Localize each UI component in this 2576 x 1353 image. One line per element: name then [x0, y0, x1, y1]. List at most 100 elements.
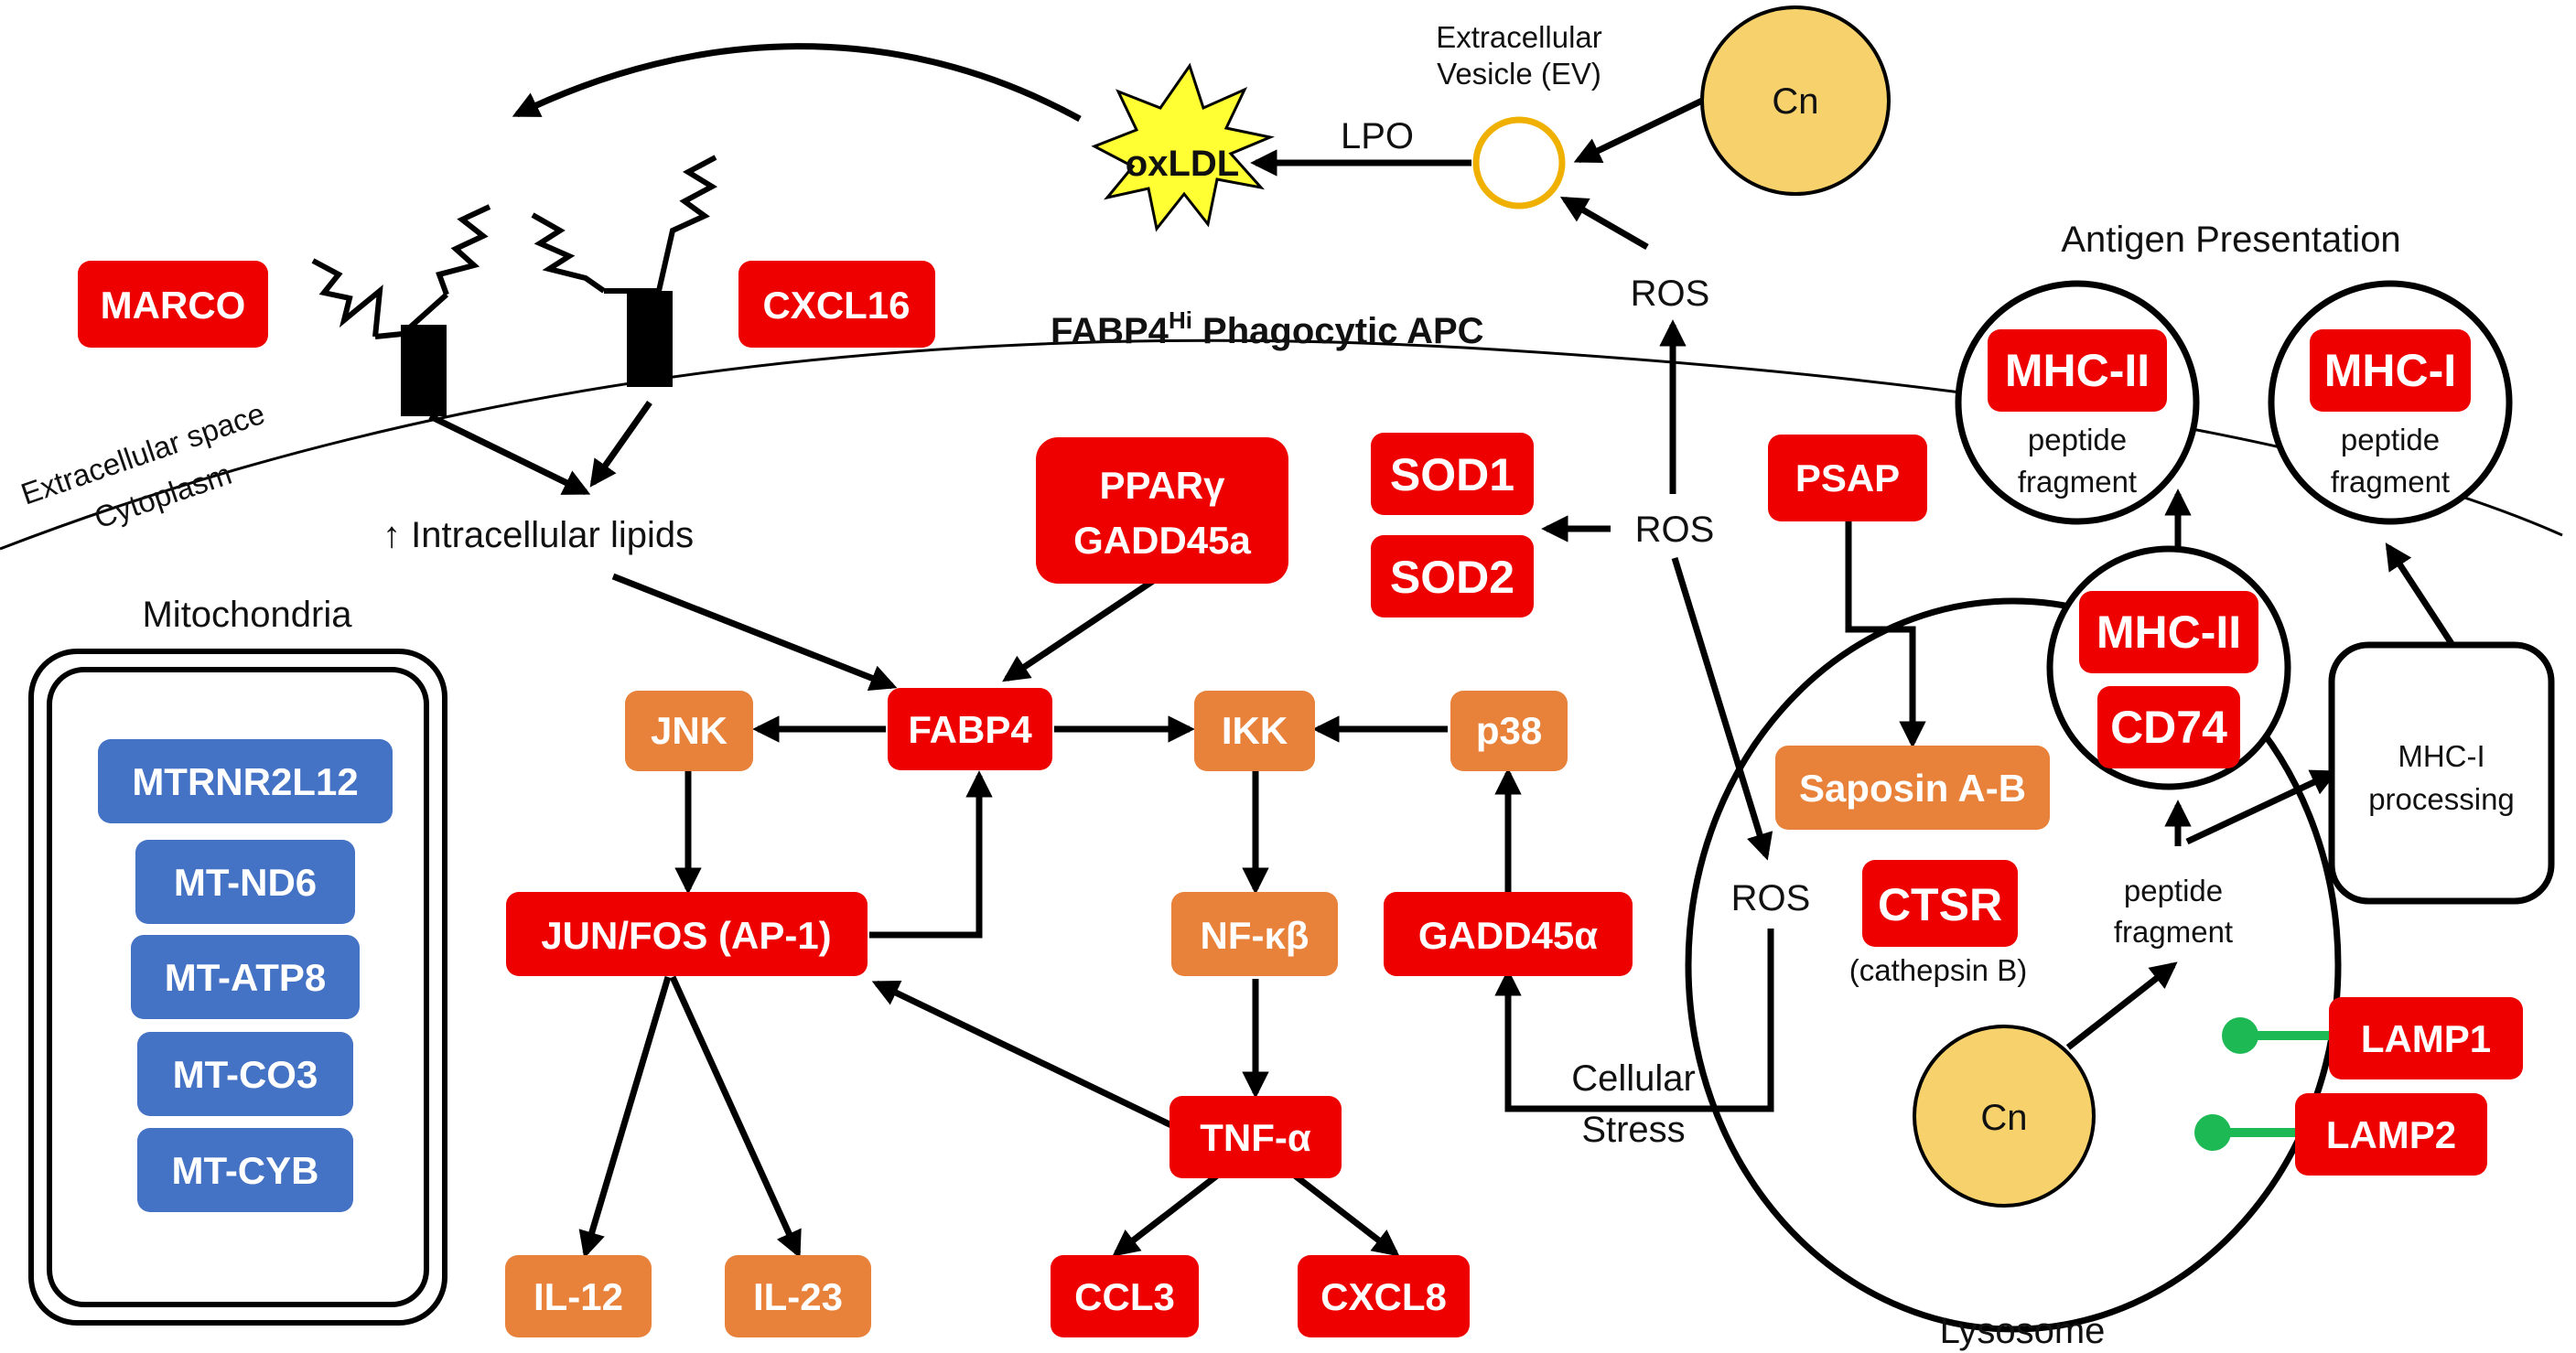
- peptide-label-mhc2: peptide: [2028, 423, 2127, 456]
- node-mhc1-top: MHC-I: [2310, 329, 2471, 412]
- node-ikk: IKK: [1194, 691, 1315, 771]
- node-marco: MARCO: [78, 261, 268, 348]
- ros-label-top: ROS: [1631, 274, 1710, 314]
- fragment-label-mhc1: fragment: [2331, 465, 2450, 499]
- arrow-cn-to-ev: [1573, 97, 1704, 164]
- lysosome: [1685, 597, 2342, 1333]
- ev-label-line2: Vesicle (EV): [1437, 57, 1601, 91]
- node-fabp4: FABP4: [888, 688, 1052, 770]
- node-ctsr: CTSR: [1862, 860, 2018, 947]
- fragment-label-mhc2: fragment: [2018, 465, 2137, 499]
- mitochondria-title: Mitochondria: [142, 595, 352, 635]
- svg-text:JUN/FOS (AP-1): JUN/FOS (AP-1): [541, 914, 831, 957]
- mito-gene-mt-cyb: MT-CYB: [137, 1128, 353, 1212]
- arrow-ros-to-ev: [1559, 196, 1649, 251]
- node-lamp2: LAMP2: [2295, 1093, 2487, 1176]
- node-il23: IL-23: [725, 1255, 871, 1337]
- lpo-label: LPO: [1341, 116, 1414, 156]
- stress-label: Stress: [1581, 1110, 1685, 1150]
- svg-text:MHC-I: MHC-I: [2324, 345, 2456, 396]
- arrow-ros-to-lysosome-ros: [1671, 556, 1773, 861]
- svg-text:Saposin A-B: Saposin A-B: [1799, 767, 2026, 810]
- cathepsin-label: (cathepsin B): [1849, 953, 2027, 987]
- lysosome-label: Lysosome: [1940, 1311, 2106, 1351]
- node-il12: IL-12: [505, 1255, 652, 1337]
- svg-text:GADD45a: GADD45a: [1073, 519, 1251, 562]
- svg-text:FABP4: FABP4: [908, 708, 1032, 751]
- mito-gene-mt-nd6: MT-ND6: [135, 840, 355, 924]
- mito-gene-mt-co3: MT-CO3: [137, 1032, 353, 1116]
- svg-text:CXCL8: CXCL8: [1320, 1275, 1447, 1318]
- svg-text:MT-CYB: MT-CYB: [172, 1149, 319, 1192]
- node-p38: p38: [1450, 691, 1568, 771]
- node-cxcl8: CXCL8: [1298, 1255, 1470, 1337]
- svg-text:MT-CO3: MT-CO3: [173, 1053, 318, 1096]
- svg-text:MHC-II: MHC-II: [2096, 607, 2241, 658]
- scavenger-receptor-1: [311, 204, 491, 416]
- svg-text:JNK: JNK: [651, 709, 728, 752]
- arrow-stress-to-gadd45alpha: [1494, 929, 1774, 1112]
- ev-label-line1: Extracellular: [1436, 20, 1602, 54]
- cellular-label: Cellular: [1571, 1058, 1696, 1099]
- arrow-cn-to-peptide: [2065, 961, 2178, 1050]
- node-jnk: JNK: [625, 691, 753, 771]
- svg-text:NF-κβ: NF-κβ: [1200, 914, 1309, 957]
- arrow-receptor1-to-lipids: [428, 413, 591, 496]
- arrow-junfos-to-fabp4: [869, 770, 993, 939]
- svg-text:MHC-II: MHC-II: [2005, 345, 2150, 396]
- node-lamp1: LAMP1: [2329, 997, 2523, 1079]
- svg-text:IL-23: IL-23: [753, 1275, 843, 1318]
- cn-label-lysosome: Cn: [1980, 1098, 2027, 1138]
- peptide-label-mhc1: peptide: [2341, 423, 2440, 456]
- arrow-lipids-to-fabp4: [611, 573, 898, 692]
- arrow-junfos-to-il12: [578, 976, 672, 1259]
- node-tnfa: TNF-α: [1169, 1096, 1342, 1178]
- arrow-junfos-to-il23: [669, 975, 802, 1259]
- svg-text:LAMP2: LAMP2: [2326, 1113, 2456, 1156]
- node-cd74: CD74: [2097, 686, 2240, 768]
- svg-text:p38: p38: [1476, 709, 1542, 752]
- svg-text:CTSR: CTSR: [1878, 879, 2002, 930]
- svg-text:MTRNR2L12: MTRNR2L12: [132, 760, 358, 803]
- svg-text:MT-ND6: MT-ND6: [174, 861, 317, 904]
- svg-text:CCL3: CCL3: [1074, 1275, 1175, 1318]
- cn-label-top: Cn: [1772, 81, 1818, 122]
- svg-text:SOD1: SOD1: [1390, 449, 1514, 500]
- peptide-label-lysosome: peptide: [2124, 874, 2223, 907]
- svg-text:IL-12: IL-12: [534, 1275, 623, 1318]
- node-sod2: SOD2: [1371, 535, 1534, 617]
- arrow-tnfa-to-cxcl8: [1292, 1173, 1400, 1257]
- arrow-oxldl-to-receptor: [512, 43, 1082, 123]
- svg-text:GADD45α: GADD45α: [1418, 914, 1598, 957]
- node-ccl3: CCL3: [1051, 1255, 1199, 1337]
- node-sod1: SOD1: [1371, 433, 1534, 515]
- svg-text:PPARγ: PPARγ: [1100, 464, 1226, 507]
- node-mhc2-mid: MHC-II: [2079, 591, 2258, 673]
- oxldl-label: oxLDL: [1126, 144, 1239, 184]
- node-gadd45alpha: GADD45α: [1384, 892, 1633, 976]
- lamp1-anchor: [2222, 1017, 2329, 1054]
- lamp2-anchor: [2194, 1114, 2299, 1151]
- mhc1-processing-line1: MHC-I: [2398, 739, 2484, 773]
- svg-text:TNF-α: TNF-α: [1200, 1116, 1311, 1159]
- svg-text:CD74: CD74: [2110, 702, 2227, 753]
- antigen-presentation-title: Antigen Presentation: [2061, 220, 2400, 260]
- mhc1-processing-line2: processing: [2368, 782, 2515, 816]
- cn-circle-lysosome: [1913, 1025, 2096, 1208]
- extracellular-vesicle: [1472, 116, 1566, 209]
- svg-text:MT-ATP8: MT-ATP8: [165, 956, 327, 999]
- cn-circle-top: [1700, 5, 1891, 196]
- oxldl-star: [1091, 62, 1276, 232]
- node-cxcl16: CXCL16: [738, 261, 935, 348]
- node-nfkb: NF-κβ: [1171, 892, 1338, 976]
- svg-text:CXCL16: CXCL16: [762, 284, 910, 327]
- arrow-mhc1processing-to-top: [2385, 542, 2455, 647]
- node-saposin: Saposin A-B: [1775, 746, 2050, 830]
- node-junfos: JUN/FOS (AP-1): [506, 892, 868, 976]
- mhc1-processing-box: [2328, 641, 2555, 905]
- node-mhc2-top: MHC-II: [1988, 329, 2167, 412]
- ros-label-mid: ROS: [1635, 510, 1715, 550]
- svg-text:MARCO: MARCO: [101, 284, 246, 327]
- arrow-tnfa-to-junfos: [871, 980, 1173, 1129]
